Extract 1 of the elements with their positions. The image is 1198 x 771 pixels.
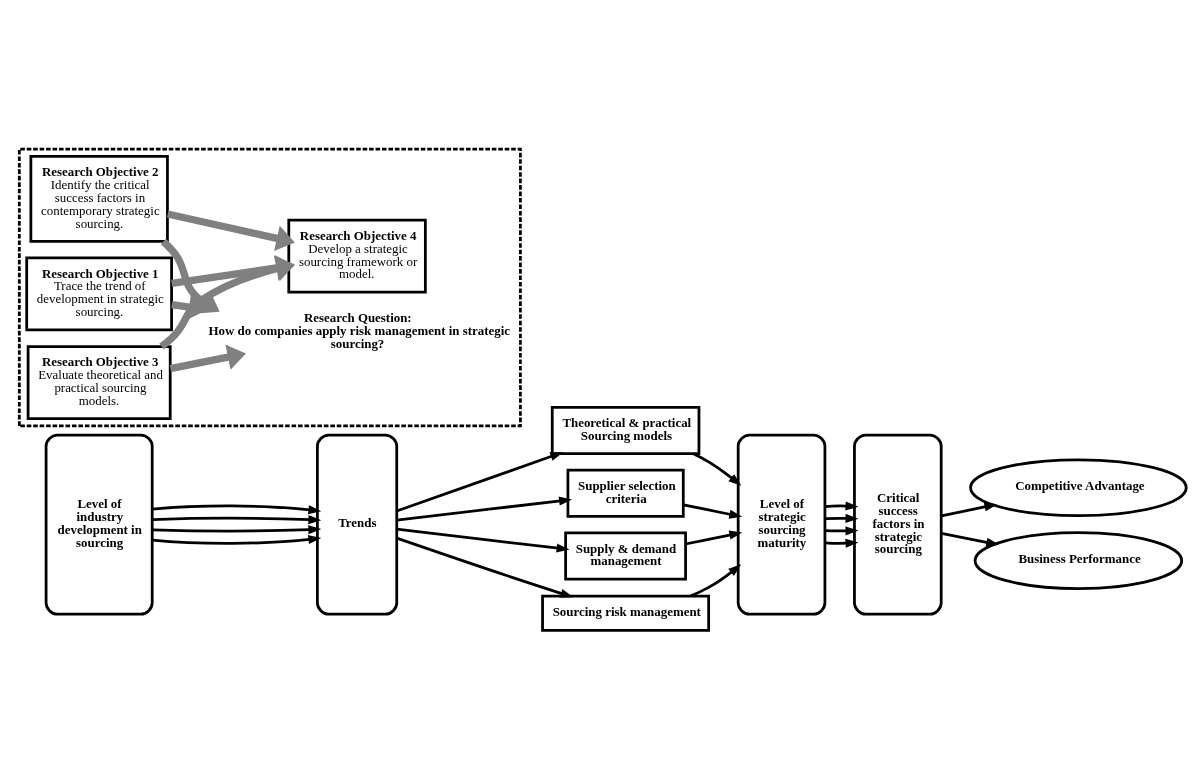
- node-text: Research Question: How do companies apply risk management in strategic sourcing?: [208, 309, 511, 351]
